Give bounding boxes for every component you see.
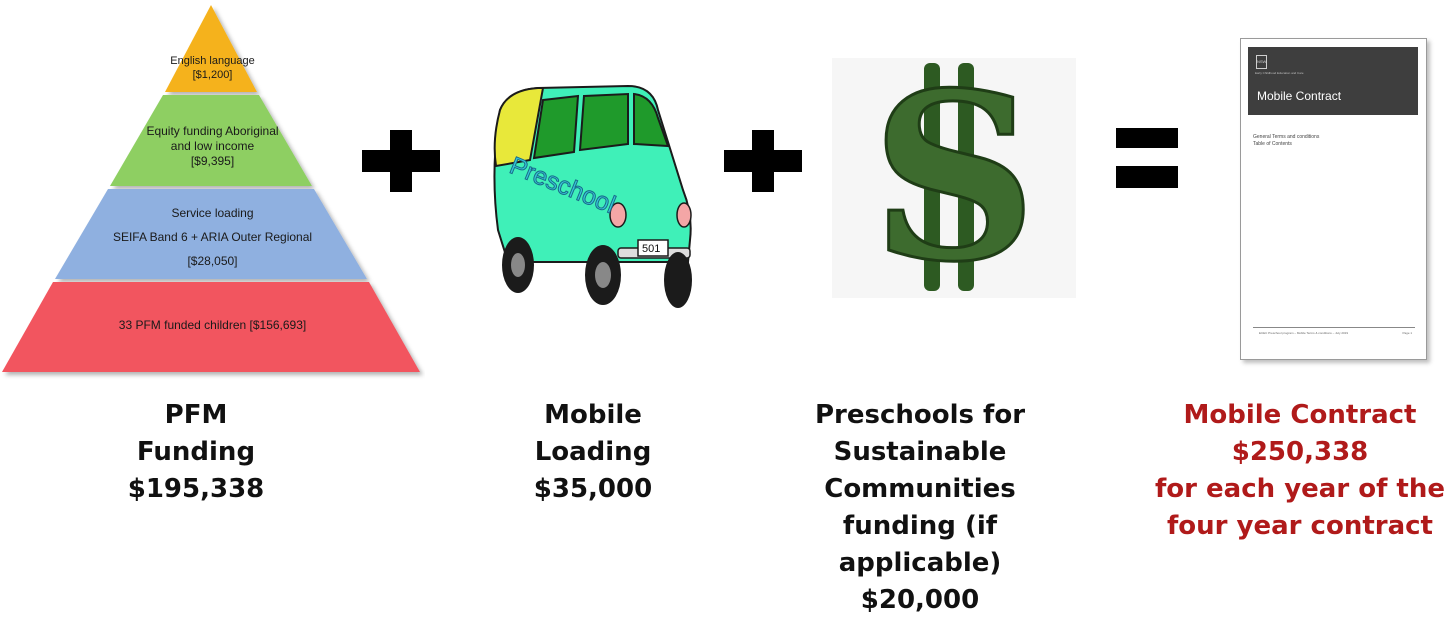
caption-pfm-amount: $195,338 xyxy=(127,474,265,504)
caption-pfm-line-2: Funding xyxy=(136,437,256,467)
caption-mobile-amount: $35,000 xyxy=(533,474,653,504)
contract-document: NSW Early Childhood Education and Care M… xyxy=(1240,38,1427,360)
tier-equity-value: [$9,395] xyxy=(190,154,235,168)
tier-english: English language [$1,200] xyxy=(0,55,425,83)
plus-icon xyxy=(362,130,440,192)
tier-english-shape xyxy=(165,5,257,92)
document-header: NSW Early Childhood Education and Care M… xyxy=(1248,47,1418,115)
dollar-sign-icon: S xyxy=(869,58,1038,298)
preschool-van-icon: Preschool 501 xyxy=(493,84,692,308)
nsw-logo: NSW xyxy=(1256,55,1267,69)
document-terms-line-2: Table of Contents xyxy=(1253,141,1292,147)
caption-psc-line-5: applicable) xyxy=(838,548,1002,578)
caption-pfm-line-1: PFM xyxy=(164,400,228,430)
tier-equity-shape xyxy=(110,95,312,186)
tier-children-shape xyxy=(2,282,420,372)
document-title: Mobile Contract xyxy=(1257,89,1342,103)
equals-icon xyxy=(1116,128,1178,188)
document-page-number: Page 1 xyxy=(1402,331,1412,335)
caption-psc-funding: Preschools for Sustainable Communities f… xyxy=(790,397,1050,619)
tier-equity: Equity funding Aboriginal and low income… xyxy=(0,124,425,169)
caption-pfm-funding: PFM Funding $195,338 xyxy=(96,397,296,508)
caption-mobile-contract: Mobile Contract $250,338 for each year o… xyxy=(1150,397,1450,545)
caption-psc-line-1: Preschools for xyxy=(814,400,1026,430)
tier-equity-label-2: and low income xyxy=(170,139,255,153)
van-plate-text: 501 xyxy=(642,243,660,255)
caption-psc-line-3: Communities xyxy=(824,474,1016,504)
funding-pyramid: English language [$1,200] Equity funding… xyxy=(0,0,425,380)
caption-contract-line-4: four year contract xyxy=(1167,511,1433,541)
document-footer: ECEC Preschool program – Mobile Terms & … xyxy=(1259,331,1348,335)
tier-english-label: English language xyxy=(170,55,255,67)
document-terms-line-1: General Terms and conditions xyxy=(1253,134,1320,140)
caption-contract-line-1: Mobile Contract xyxy=(1183,400,1417,430)
caption-psc-line-2: Sustainable xyxy=(833,437,1007,467)
tier-service-label-1: Service loading xyxy=(171,206,254,220)
tier-service: Service loading SEIFA Band 6 + ARIA Oute… xyxy=(0,201,425,273)
caption-contract-line-3: for each year of the xyxy=(1155,474,1445,504)
tier-service-value: [$28,050] xyxy=(187,254,238,268)
caption-contract-amount: $250,338 xyxy=(1231,437,1369,467)
caption-mobile-loading: Mobile Loading $35,000 xyxy=(493,397,693,508)
document-footer-divider xyxy=(1253,327,1415,328)
svg-text:S: S xyxy=(871,58,1037,298)
caption-psc-line-4: funding (if xyxy=(842,511,998,541)
document-subheading: Early Childhood Education and Care xyxy=(1255,71,1304,75)
pyramid-graphic xyxy=(2,5,420,372)
tier-children: 33 PFM funded children [$156,693] xyxy=(0,318,425,333)
caption-mobile-line-1: Mobile xyxy=(544,400,642,430)
tier-equity-label-1: Equity funding Aboriginal xyxy=(146,124,279,138)
caption-psc-amount: $20,000 xyxy=(860,585,980,615)
dollar-background xyxy=(832,58,1076,298)
caption-mobile-line-2: Loading xyxy=(534,437,652,467)
tier-service-label-2: SEIFA Band 6 + ARIA Outer Regional xyxy=(112,230,313,244)
tier-service-shape xyxy=(55,189,367,279)
plus-icon xyxy=(724,130,802,192)
tier-children-label: 33 PFM funded children [$156,693] xyxy=(118,318,307,332)
tier-english-value: [$1,200] xyxy=(192,68,233,81)
document-terms: General Terms and conditions Table of Co… xyxy=(1253,134,1319,148)
